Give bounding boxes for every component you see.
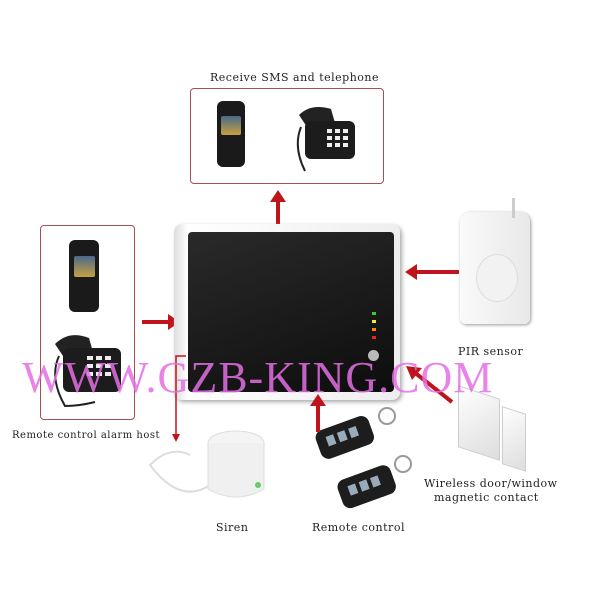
host-button: [368, 350, 379, 361]
led-indicators: [372, 312, 376, 339]
pir-label: PIR sensor: [458, 345, 524, 358]
pir-sensor-image: [460, 198, 530, 324]
mobile-phone-image: [69, 240, 99, 312]
desk-phone-image: [296, 107, 355, 172]
receive-sms-label: Receive SMS and telephone: [210, 71, 380, 84]
receive-box: [190, 88, 384, 184]
arrow-left-from-pir: [405, 264, 459, 280]
mobile-phone-image: [217, 101, 245, 167]
website-watermark: WWW.GZB-KING.COM: [22, 353, 494, 402]
siren-image: [148, 430, 265, 498]
door-contact-label-line1: Wireless door/window: [424, 477, 558, 490]
host-front-panel: [188, 232, 394, 392]
arrow-down-to-siren: [172, 355, 186, 442]
remote-control-image: [315, 407, 412, 509]
host-label: Remote control alarm host: [12, 430, 160, 441]
host-phones-box: [40, 225, 135, 420]
door-contact-label-line2: magnetic contact: [434, 491, 539, 504]
desk-phone-image: [54, 335, 121, 408]
siren-label: Siren: [216, 521, 249, 534]
arrow-up-from-remote: [310, 394, 326, 432]
arrow-from-door-contact: [406, 366, 454, 404]
arrow-up-to-receive: [270, 190, 286, 228]
remote-control-label: Remote control: [312, 521, 405, 534]
alarm-host-device: [174, 224, 400, 400]
door-contact-image: [458, 385, 528, 472]
